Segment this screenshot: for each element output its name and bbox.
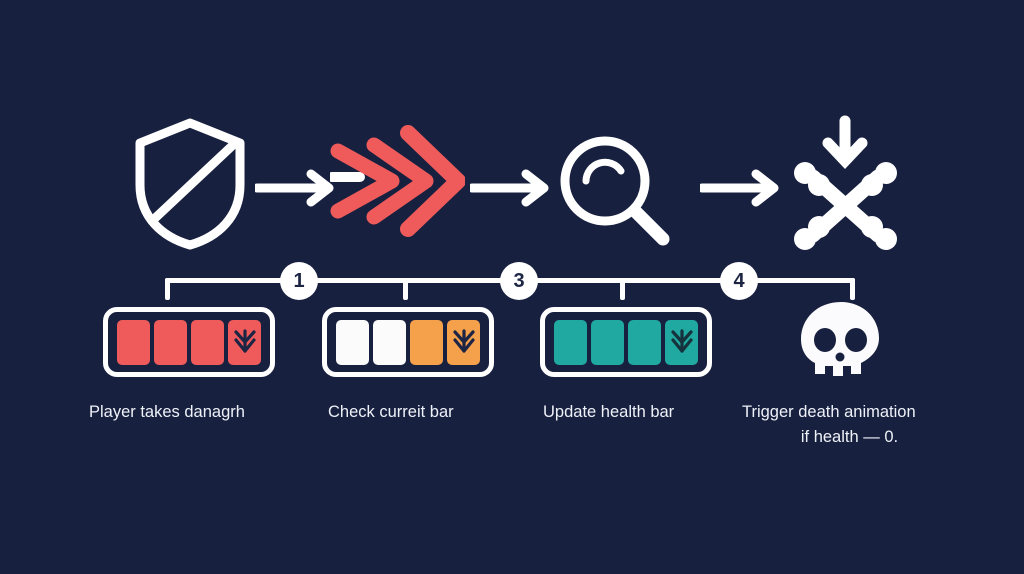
step-caption-4-line-1: Trigger death animation [742,403,916,421]
step-caption-4-line-2: if health — 0. [800,428,899,446]
timeline-node-3[interactable]: 4 [720,262,758,300]
timeline-node-2[interactable]: 3 [500,262,538,300]
health-segment-arrow [447,319,480,365]
step-caption-3: Update health bar [543,403,675,421]
shield-icon [120,110,260,255]
health-segment [373,319,406,365]
health-segment [336,319,369,365]
timeline-tick [165,278,170,300]
step-caption-1: Player takes danagrh [89,403,245,421]
timeline-node-1[interactable]: 1 [280,262,318,300]
arrow-right-icon [467,168,560,208]
timeline-tick [850,278,855,300]
health-bar-damage [103,307,275,377]
health-segment [554,319,587,365]
health-segment [628,319,661,365]
skull-icon [795,300,887,382]
health-segment [191,319,224,365]
timeline-tick [403,278,408,300]
arrow-right-icon [697,168,790,208]
health-segment-arrow [665,319,698,365]
health-bar-update [540,307,712,377]
health-segment-arrow [228,319,261,365]
health-segment [591,319,624,365]
icon-flow-row [0,110,1024,255]
health-segment [117,319,150,365]
health-segment [410,319,443,365]
step-caption-2: Check curreit bar [328,403,454,421]
step-caption-4: Trigger death animation if health — 0. [742,400,957,450]
timeline-tick [620,278,625,300]
arrow-right-icon [252,168,345,208]
damage-arrow-icon [330,115,465,250]
crossbones-arrow-down-icon [775,115,915,250]
timeline: 1 3 4 [165,262,855,310]
health-segment [154,319,187,365]
health-bar-check [322,307,494,377]
magnifier-icon [545,128,685,253]
